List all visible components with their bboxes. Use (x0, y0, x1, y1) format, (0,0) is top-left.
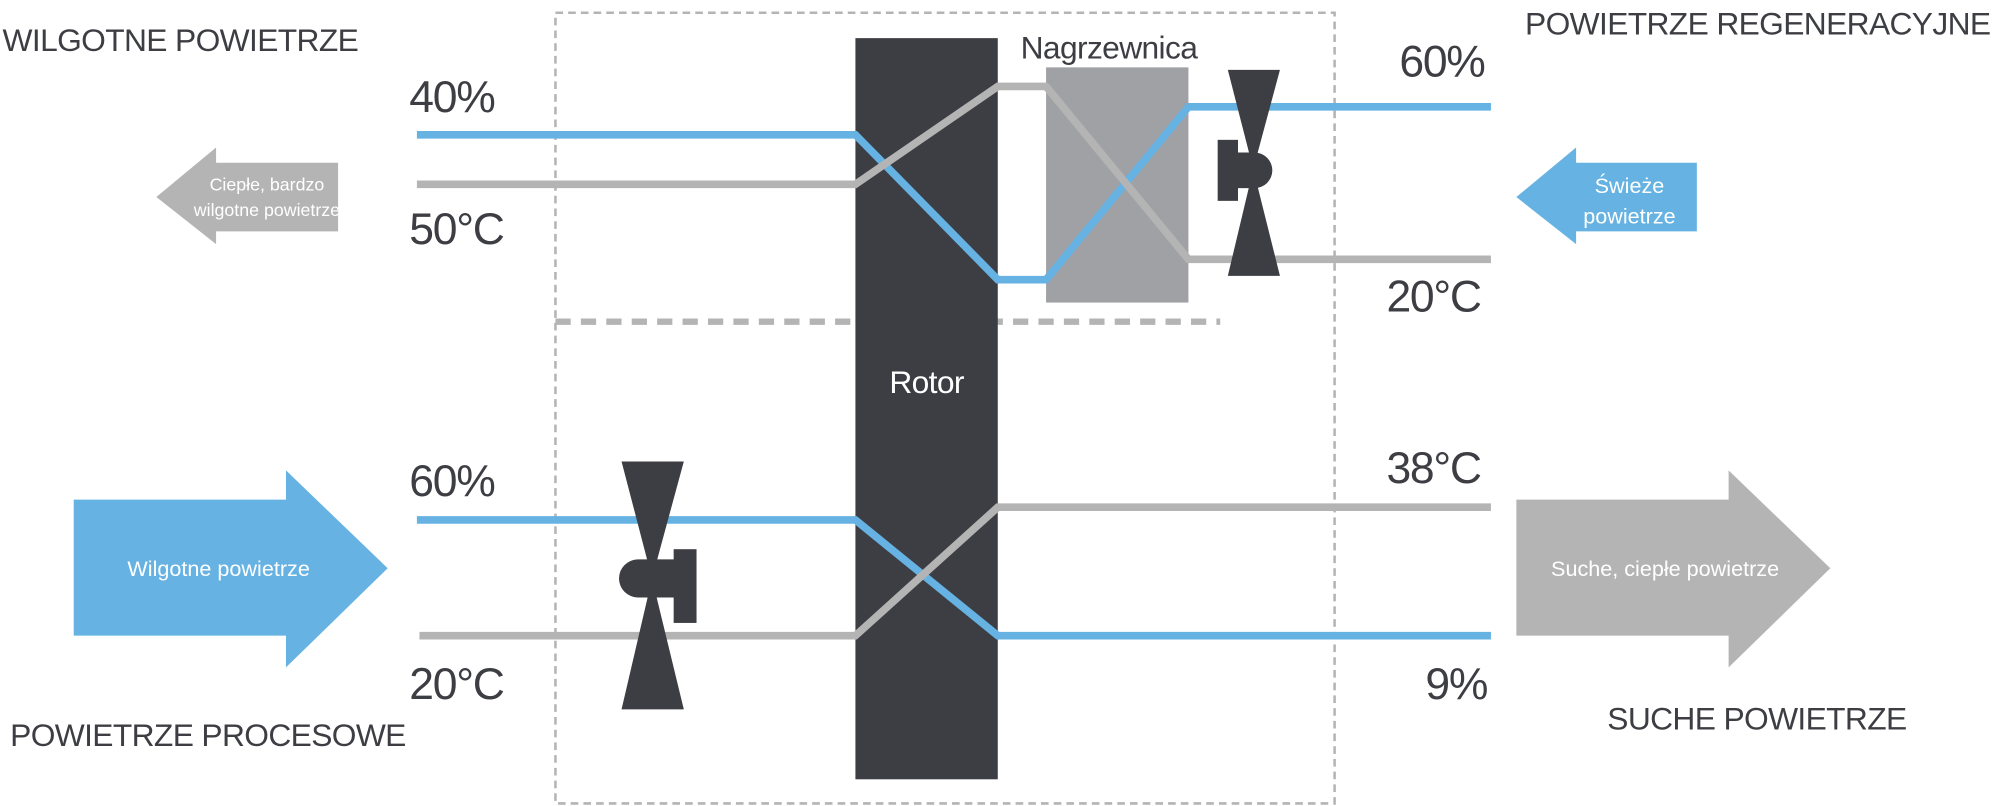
exhaust-arrow-label: Ciepłe, bardzo (210, 175, 325, 195)
heater (1046, 67, 1189, 303)
dry-out-label: Suche, ciepłe powietrze (1551, 556, 1779, 581)
fresh-air-label: powietrze (1583, 204, 1675, 229)
top-right-temp: 20°C (1386, 272, 1480, 321)
bottom-right-temp: 38°C (1386, 444, 1480, 493)
rotor (855, 38, 998, 780)
process-temperature-line (419, 503, 1491, 640)
wet-air-title: WILGOTNE POWIETRZE (3, 22, 359, 58)
bottom-left-humidity: 60% (409, 457, 494, 506)
process-in-label: Wilgotne powietrze (127, 556, 309, 581)
top-right-humidity: 60% (1399, 37, 1484, 86)
bottom-left-temp: 20°C (409, 660, 503, 709)
heater-label: Nagrzewnica (1021, 29, 1199, 65)
fan-icon (1217, 69, 1280, 276)
exhaust-arrow-label: wilgotne powietrze (193, 200, 340, 220)
dry-air-out-arrow: Suche, ciepłe powietrze (1516, 470, 1831, 668)
process-air-in-arrow: Wilgotne powietrze (73, 470, 388, 668)
top-left-temp: 50°C (409, 205, 503, 254)
exhaust-arrow: Ciepłe, bardzo wilgotne powietrze (156, 147, 340, 245)
bottom-right-humidity: 9% (1425, 660, 1487, 709)
dry-air-title: SUCHE POWIETRZE (1607, 701, 1906, 737)
fresh-air-label: Świeże (1595, 173, 1665, 198)
regen-air-title: POWIETRZE REGENERACYJNE (1525, 5, 1990, 41)
top-left-humidity: 40% (409, 73, 494, 122)
fresh-air-arrow: Świeże powietrze (1516, 147, 1697, 245)
process-humidity-line (416, 516, 1491, 640)
system-boundary (554, 11, 1336, 805)
process-air-title: POWIETRZE PROCESOWE (10, 717, 406, 753)
rotor-label: Rotor (889, 364, 965, 400)
fan-icon (618, 461, 697, 710)
